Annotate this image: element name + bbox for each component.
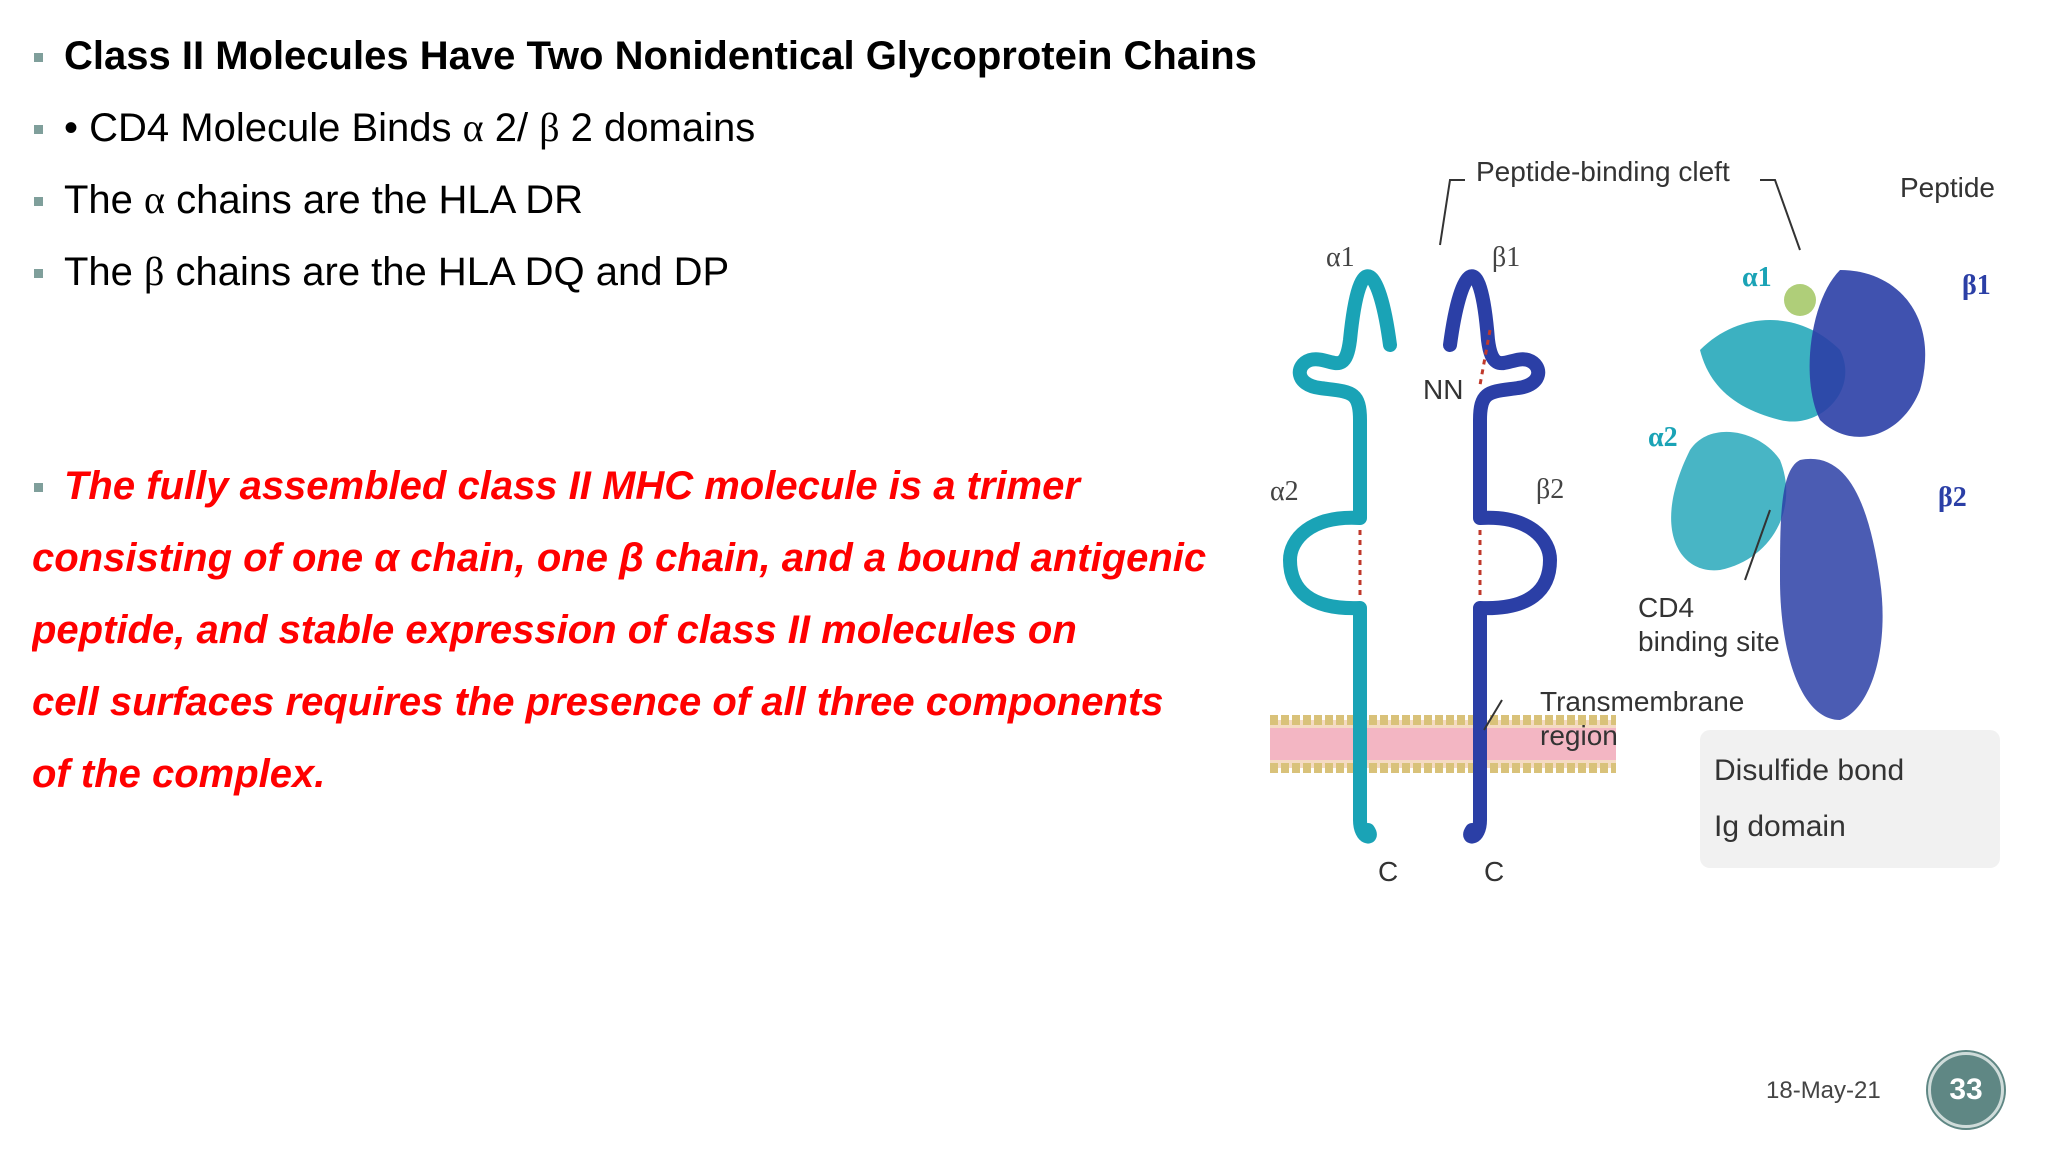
beta-symbol: β: [144, 249, 165, 294]
bullet-4: The β chains are the HLA DQ and DP: [32, 236, 1257, 308]
bullet-1: Class II Molecules Have Two Nonidentical…: [32, 20, 1257, 92]
c-terminus-alpha: C: [1378, 856, 1399, 887]
ribbon-alpha2-label: α2: [1648, 422, 1678, 453]
nn-label: NN: [1423, 374, 1464, 405]
paragraph-line-5: of the complex.: [32, 752, 326, 796]
beta-symbol: β: [539, 105, 560, 150]
slide-date: 18-May-21: [1766, 1077, 1881, 1104]
ribbon-structure: [1671, 270, 1926, 720]
beta1-label: β1: [1492, 242, 1521, 273]
paragraph-line-3: peptide, and stable expression of class …: [32, 608, 1077, 652]
tm-label-line1: Transmembrane: [1540, 686, 1745, 717]
tm-pointer: [1483, 699, 1503, 731]
beta2-label: β2: [1536, 474, 1565, 505]
bullet-3-pre: The: [64, 178, 145, 222]
bullet-2-end: 2 domains: [559, 106, 756, 150]
alpha-chain: [1283, 269, 1397, 844]
legend-ig-domain: Ig domain: [1714, 810, 1846, 843]
peptide-label: Peptide: [1900, 172, 1995, 203]
figure-legend: Disulfide bond Ig domain: [1700, 730, 2000, 868]
mhc-diagram: [1270, 179, 1926, 844]
legend-disulfide: Disulfide bond: [1714, 754, 1905, 787]
bullet-4-pre: The: [64, 250, 145, 294]
bullet-list: Class II Molecules Have Two Nonidentical…: [32, 20, 1257, 308]
slide-number-badge: 33: [1928, 1052, 2004, 1128]
alpha-symbol: α: [144, 177, 166, 222]
bullet-1-text: Class II Molecules Have Two Nonidentical…: [64, 34, 1257, 78]
beta-chain: [1443, 269, 1557, 844]
bullet-3: The α chains are the HLA DR: [32, 164, 1257, 236]
ribbon-beta1-label: β1: [1962, 270, 1991, 301]
cd4-pointer: [1744, 509, 1771, 581]
bullet-4-post: chains are the HLA DQ and DP: [164, 250, 730, 294]
paragraph-line-2: consisting of one α chain, one β chain, …: [32, 536, 1207, 580]
alpha-symbol: α: [462, 105, 484, 150]
paragraph-line-4: cell surfaces requires the presence of a…: [32, 680, 1164, 724]
trimer-paragraph: The fully assembled class II MHC molecul…: [32, 450, 1272, 810]
alpha1-label: α1: [1326, 242, 1355, 273]
bullet-3-post: chains are the HLA DR: [165, 178, 584, 222]
bullet-2: • CD4 Molecule Binds α 2/ β 2 domains: [32, 92, 1257, 164]
mhc-class-ii-figure: Peptide-binding cleft Peptide α1 β1 NN α…: [1240, 130, 2020, 910]
bullet-2-mid: 2/: [483, 106, 540, 150]
bullet-2-text: • CD4 Molecule Binds: [64, 106, 463, 150]
cd4-label-line2: binding site: [1638, 626, 1780, 657]
cd4-label-line1: CD4: [1638, 592, 1695, 623]
alpha2-label: α2: [1270, 476, 1299, 507]
c-terminus-beta: C: [1484, 856, 1505, 887]
ribbon-beta2-label: β2: [1938, 482, 1967, 513]
cleft-bracket: [1439, 179, 1801, 251]
cell-membrane: [1270, 715, 1616, 773]
paragraph-line-1: The fully assembled class II MHC molecul…: [32, 450, 1272, 522]
ribbon-alpha1-label: α1: [1742, 262, 1772, 293]
peptide-cleft-label: Peptide-binding cleft: [1476, 156, 1730, 187]
tm-label-line2: region: [1540, 720, 1618, 751]
